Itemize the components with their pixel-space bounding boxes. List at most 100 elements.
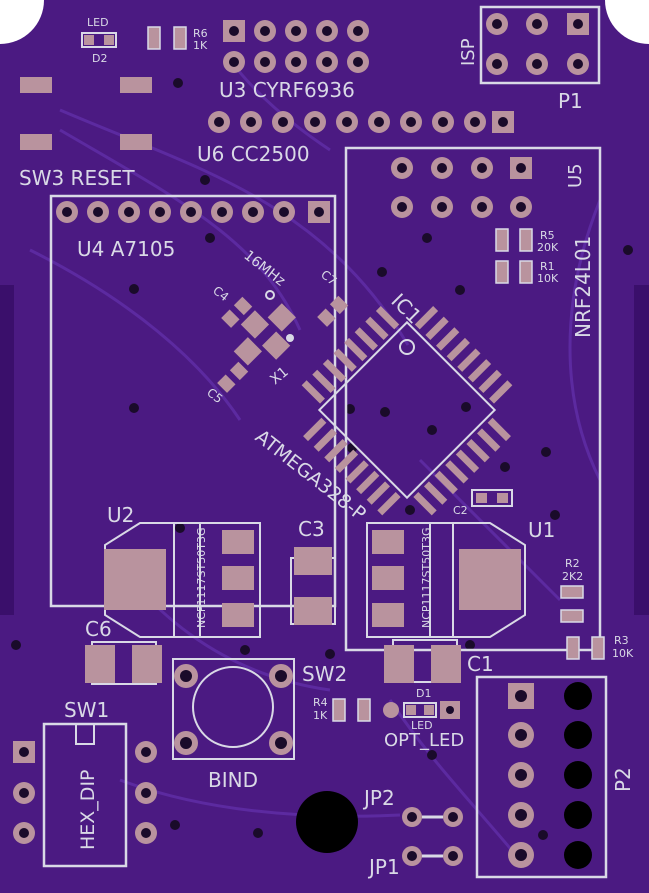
crystal-pin1-marker <box>265 290 275 300</box>
c3-pad-top <box>294 547 332 575</box>
r3-value: 10K <box>612 647 634 660</box>
led-d2-pad-right <box>104 35 114 45</box>
u2-pad-2 <box>222 566 254 590</box>
r4-pad-left <box>332 698 346 722</box>
isp-label: ISP <box>458 38 479 66</box>
r1-label: R1 <box>540 260 555 273</box>
d1-led-outline <box>403 702 437 718</box>
r5-pad-left <box>495 228 509 252</box>
corner-notch-top-left <box>0 0 44 44</box>
r3-label: R3 <box>614 634 629 647</box>
p2-header <box>508 682 592 869</box>
u4-outline <box>49 194 337 608</box>
u2-pad-3 <box>222 603 254 627</box>
jp1-label: JP1 <box>367 855 400 879</box>
p1-label: P1 <box>558 89 583 113</box>
u5-label: U5 <box>565 163 586 188</box>
led-d2-pad-left <box>84 35 94 45</box>
x1-dot <box>286 334 294 342</box>
r2-pad-top <box>560 585 584 599</box>
d2-label: D2 <box>92 52 107 65</box>
u4-label: U4 A7105 <box>77 237 175 261</box>
u4-header <box>56 201 330 223</box>
p1-outline <box>479 5 601 85</box>
r2-label: R2 <box>565 557 580 570</box>
d1-pad-right <box>424 705 434 715</box>
u1-outline <box>429 522 526 638</box>
u5-header <box>391 157 532 218</box>
u2-tab-pad <box>104 549 166 610</box>
ic1-qfp <box>301 306 513 516</box>
c1-label: C1 <box>467 652 494 676</box>
d1-label: D1 <box>416 687 431 700</box>
r1-value: 10K <box>537 272 559 285</box>
r4-value: 1K <box>313 709 328 722</box>
r4-label: R4 <box>313 696 328 709</box>
r3-pad-right <box>591 636 605 660</box>
u5-outline <box>344 146 602 652</box>
c2-pad-left <box>476 493 487 503</box>
vias <box>11 78 633 840</box>
c3-label: C3 <box>298 517 325 541</box>
p1-header <box>486 13 589 75</box>
led-d2-outline <box>81 32 117 48</box>
hex-dip-label: HEX_DIP <box>77 770 99 851</box>
c6-label: C6 <box>85 617 112 641</box>
r5-pad-right <box>519 228 533 252</box>
c2-pad-right <box>497 493 508 503</box>
sw1-label: SW1 <box>64 698 109 722</box>
u6-label: U6 CC2500 <box>197 142 310 166</box>
r3-pad-left <box>566 636 580 660</box>
u1-pad-2 <box>372 566 404 590</box>
corner-notch-top-right <box>605 0 649 44</box>
c5-capacitor <box>217 361 249 393</box>
u1-pad-3 <box>372 603 404 627</box>
board-edge-right <box>634 285 649 615</box>
r1-pad-right <box>519 260 533 284</box>
sw2-label: SW2 <box>302 662 347 686</box>
c3-pad-bottom <box>294 597 332 625</box>
r2-value: 2K2 <box>562 570 583 583</box>
u3-header <box>223 20 369 73</box>
u1-pad-1 <box>372 530 404 554</box>
u1-label: U1 <box>528 518 555 542</box>
r4-pad-right <box>357 698 371 722</box>
opt-led-pad-left <box>383 702 399 718</box>
r5-label: R5 <box>540 229 555 242</box>
ic1-pin1-marker <box>399 339 415 355</box>
bind-label: BIND <box>208 768 258 792</box>
c1-pad-right <box>431 645 461 683</box>
board-edge-left <box>0 285 14 615</box>
u2-label: U2 <box>107 503 134 527</box>
u1-silk-box <box>366 522 454 638</box>
c6-pad-right <box>132 645 162 683</box>
ncp-right-label: NCP1117ST50T3G <box>420 528 433 628</box>
opt-led-label: OPT_LED <box>384 730 464 751</box>
c4-capacitor <box>221 296 253 328</box>
r6-value: 1K <box>193 39 208 52</box>
sw2-button[interactable] <box>192 666 274 748</box>
led-bottom-label: LED <box>411 719 433 732</box>
u2-silk-box <box>173 522 261 638</box>
p2-outline <box>475 675 608 879</box>
r6-label: R6 <box>193 27 208 40</box>
u6-header <box>208 111 514 133</box>
nrf-label: NRF24L01 <box>571 236 595 338</box>
sw1-notch <box>75 723 95 745</box>
r2-pad-bottom <box>560 609 584 623</box>
led-top-label: LED <box>87 16 109 29</box>
sw3-pads <box>20 77 152 150</box>
r6-pad-left <box>147 26 161 50</box>
u3-label: U3 CYRF6936 <box>219 78 355 102</box>
sw2-outline <box>172 658 295 760</box>
sw3-label: SW3 RESET <box>19 166 135 190</box>
r5-value: 20K <box>537 241 559 254</box>
ncp-left-label: NCP1117ST50T3G <box>195 528 208 628</box>
r6-pad-right <box>173 26 187 50</box>
jp2-label: JP2 <box>362 786 395 810</box>
mounting-hole <box>296 791 358 853</box>
c6-pad-left <box>85 645 115 683</box>
r1-pad-left <box>495 260 509 284</box>
c2-label: C2 <box>453 504 468 517</box>
